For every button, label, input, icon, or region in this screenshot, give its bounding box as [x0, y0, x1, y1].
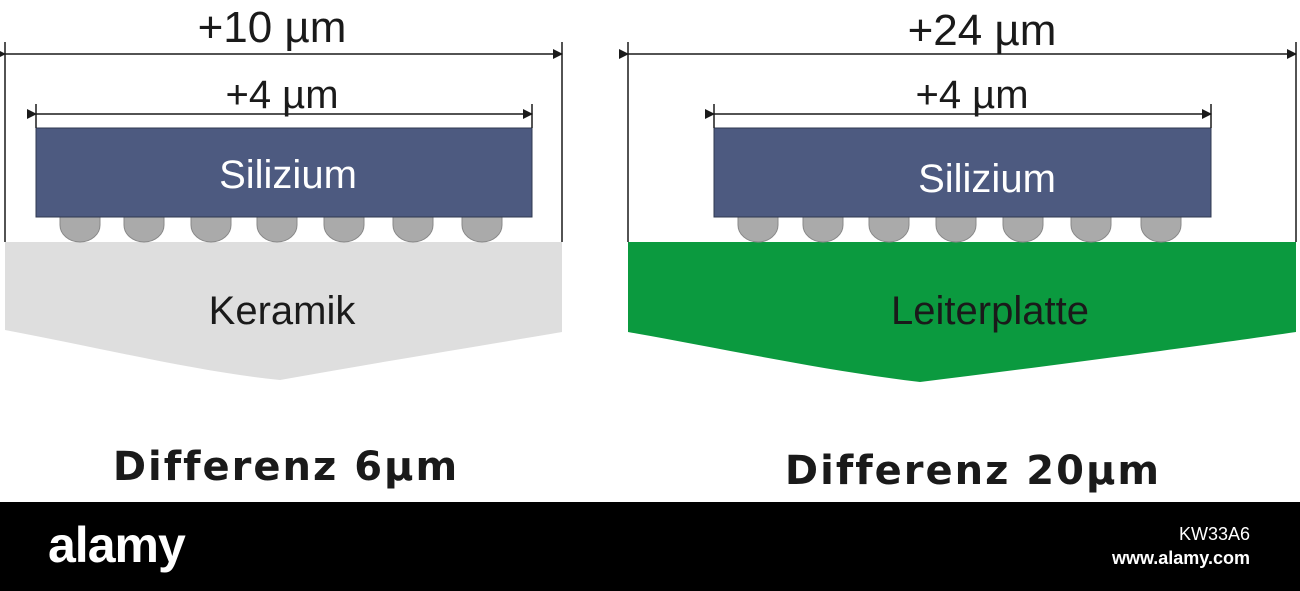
- solder-bump: [256, 216, 298, 243]
- right-panel: Silizium Leiterplatte +24 µm +4 µm Diffe…: [619, 6, 1297, 494]
- solder-bump: [935, 216, 977, 243]
- chip-label: Silizium: [918, 157, 1056, 201]
- silicon-chip: [35, 127, 533, 218]
- silicon-chip: [713, 127, 1212, 218]
- solder-bump: [123, 216, 165, 243]
- solder-bump: [1070, 216, 1112, 243]
- solder-bump: [1140, 216, 1182, 243]
- stock-url: www.alamy.com: [1111, 548, 1250, 568]
- substrate-label: Leiterplatte: [891, 289, 1089, 333]
- image-id: KW33A6: [1178, 524, 1250, 544]
- inner-dimension-label: +4 µm: [225, 73, 338, 117]
- left-panel: Silizium Keramik +10 µm +4 µm Differenz …: [0, 3, 563, 490]
- solder-bump: [323, 216, 365, 243]
- left-solder-bumps: [59, 216, 503, 243]
- outer-dimension-label: +10 µm: [198, 3, 347, 52]
- solder-bump: [802, 216, 844, 243]
- solder-bump: [868, 216, 910, 243]
- substrate-label: Keramik: [209, 289, 357, 333]
- solder-bump: [461, 216, 503, 243]
- ceramic-substrate: [5, 242, 562, 380]
- right-solder-bumps: [737, 216, 1182, 243]
- alamy-logo: alamy: [48, 517, 186, 573]
- chip-label: Silizium: [219, 153, 357, 197]
- solder-bump: [737, 216, 779, 243]
- solder-bump: [1002, 216, 1044, 243]
- solder-bump: [59, 216, 101, 243]
- solder-bump: [392, 216, 434, 243]
- pcb-substrate: [628, 242, 1296, 382]
- outer-dimension-label: +24 µm: [908, 6, 1057, 55]
- difference-label: Differenz 6µm: [113, 444, 459, 490]
- watermark-footer: alamy KW33A6 www.alamy.com: [0, 502, 1300, 591]
- inner-dimension-label: +4 µm: [915, 73, 1028, 117]
- solder-bump: [190, 216, 232, 243]
- difference-label: Differenz 20µm: [785, 448, 1161, 494]
- thermal-expansion-diagram: Silizium Keramik +10 µm +4 µm Differenz …: [0, 3, 1297, 494]
